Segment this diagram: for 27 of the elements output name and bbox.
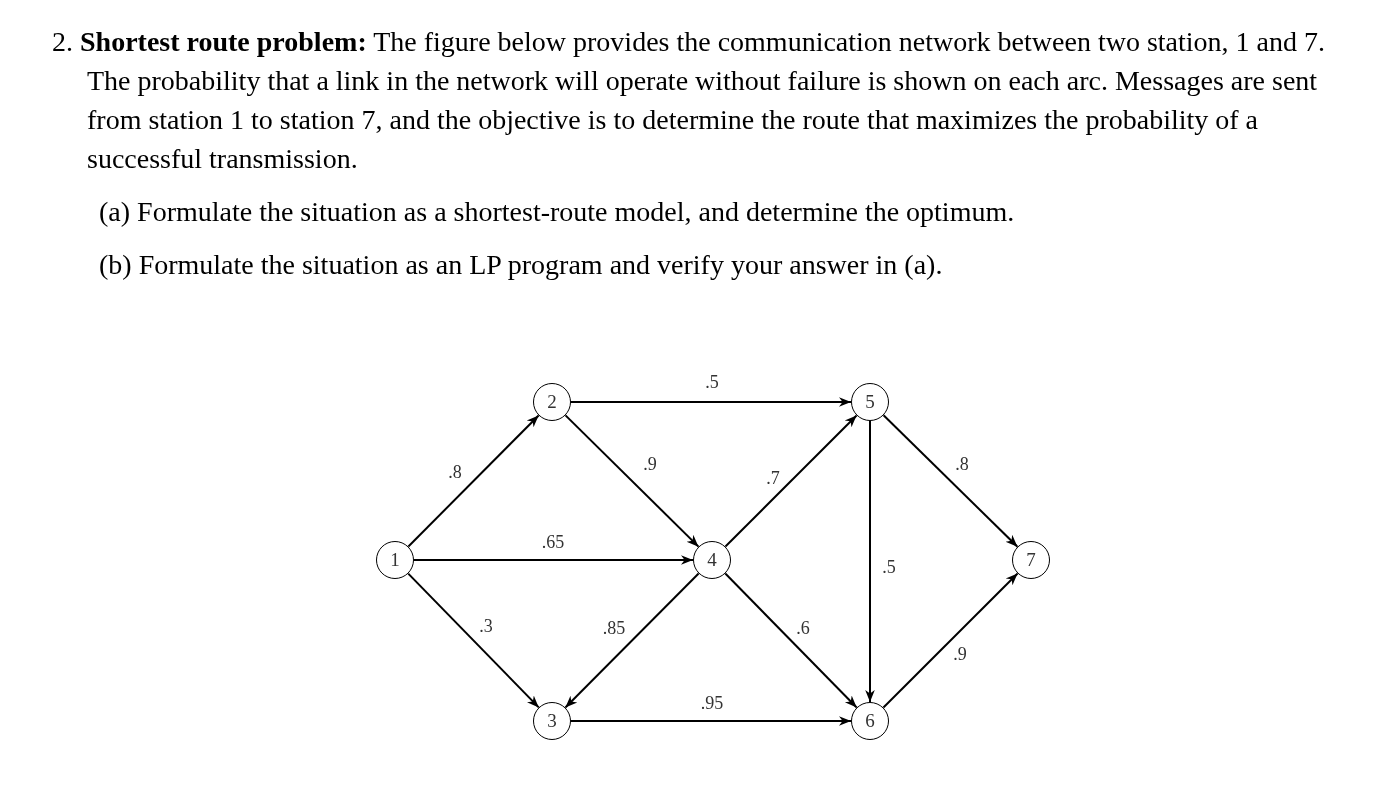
edge-label: .8 (955, 455, 969, 473)
arrow (724, 414, 858, 548)
edge-label: .5 (705, 373, 719, 391)
edge-label: .5 (882, 558, 896, 576)
question-item: (a) Formulate the situation as a shortest-route model, and determine the optimum. (99, 195, 1016, 229)
arrow (865, 420, 875, 703)
arrow (564, 572, 700, 709)
arrow (564, 414, 700, 548)
arrow (882, 572, 1019, 709)
edge-label: .9 (643, 455, 657, 473)
arrow (570, 397, 852, 407)
arrow (570, 716, 852, 726)
arrow (407, 414, 540, 548)
arrow (413, 555, 694, 565)
edge-label: .6 (796, 619, 810, 637)
arrow (407, 572, 540, 709)
arrow (882, 414, 1019, 548)
edge-label: .8 (448, 463, 462, 481)
edge-label: .7 (766, 469, 780, 487)
edge-label: .85 (602, 619, 626, 637)
edge-label: .3 (479, 617, 493, 635)
arrow (724, 572, 858, 709)
question-item: (b) Formulate the situation as an LP program and verify your answer in (a). (99, 248, 944, 282)
edge-label: .65 (541, 533, 565, 551)
edge-label: .9 (953, 645, 967, 663)
problem-statement: 2. Shortest route problem: The figure below provides the communication network between two station, 1 and 7. The probability that a link in the network will operate without failure is shown on each arc. Messages are sent from station 1 to station 7, and the objective is to determine the route that maximizes the probability of a successful transmission. (52, 25, 1326, 176)
edge-label: .95 (700, 694, 724, 712)
